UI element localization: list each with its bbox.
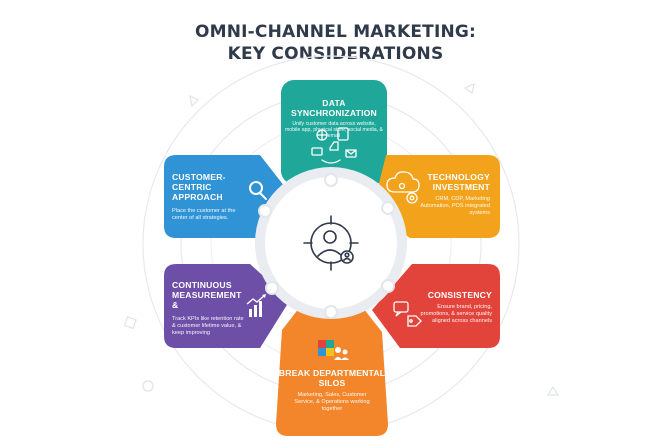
title-line-2: KEY CONSIDERATIONS [227,44,444,64]
growth-chart-icon [246,294,266,317]
data-synchronization-desc: Unify customer data across website, mobi… [284,121,384,140]
chat-tag-icon [393,301,422,327]
segment-continuous-measurement [164,264,290,348]
measurement-title-line-2: MEASUREMENT & [172,290,242,310]
card-consistency: CONSISTENCY Ensure brand, pricing, promo… [420,290,492,325]
technology-title-line-2: INVESTMENT [432,182,490,192]
channels-network-icon [311,127,357,164]
title-line-1: OMNI-CHANNEL MARKETING: [194,22,477,42]
card-technology-investment: TECHNOLOGY INVESTMENT CRM, CDP, Marketin… [418,172,490,217]
connector-dots [258,173,395,319]
segment-break-departmental-silos [276,294,388,436]
segment-technology-investment [372,155,500,238]
technology-title-line-1: TECHNOLOGY [427,172,490,182]
measurement-desc: Track KPIs like retention rate & custome… [172,316,244,336]
consistency-title: CONSISTENCY [427,290,492,300]
data-synchronization-title: DATA SYNCHRONIZATION [291,98,377,118]
segment-consistency [372,264,500,348]
silos-desc: Marketing, Sales, Customer Service, & Op… [294,392,370,412]
card-continuous-measurement: CONTINUOUS MEASUREMENT & Track KPIs like… [172,280,248,337]
cloud-gears-icon [386,171,420,204]
customer-title-line-2: APPROACH [172,192,223,202]
card-data-synchronization: DATA SYNCHRONIZATION Unify customer data… [284,98,384,140]
customer-title-line-1: CUSTOMER-CENTRIC [172,172,226,192]
card-break-departmental-silos: BREAK DEPARTMENTAL SILOS Marketing, Sale… [276,368,388,413]
customer-target-icon [303,215,359,271]
decor-shapes [123,82,560,396]
puzzle-team-icon [318,340,349,360]
measurement-title-line-1: CONTINUOUS [172,280,232,290]
card-customer-centric: CUSTOMER-CENTRIC APPROACH Place the cust… [172,172,250,222]
magnifier-icon [249,181,267,200]
silos-title: BREAK DEPARTMENTAL SILOS [278,368,386,388]
technology-desc: CRM, CDP, Marketing Automation, POS inte… [420,196,490,216]
customer-desc: Place the customer at the center of all … [172,208,236,221]
consistency-desc: Ensure brand, pricing, promotions, & ser… [420,304,492,324]
